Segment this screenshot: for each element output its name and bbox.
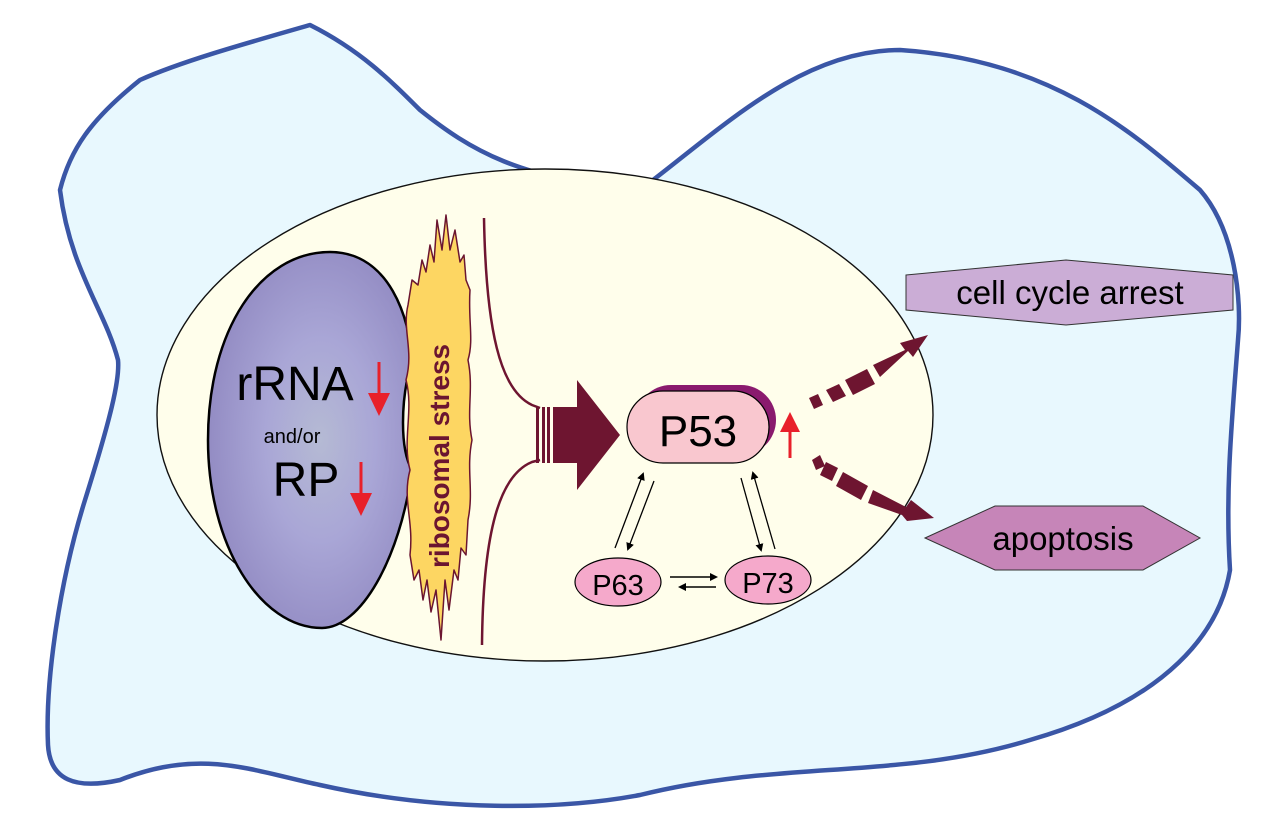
and-or-label: and/or — [264, 426, 321, 448]
outcome-apoptosis: apoptosis — [923, 505, 1202, 571]
arrow-to-apoptosis — [812, 455, 934, 521]
p53-increase-arrow-icon — [780, 412, 800, 458]
p63-label: P63 — [592, 570, 644, 602]
p53-label: P53 — [659, 407, 737, 456]
funnel-line-bottom — [480, 458, 541, 646]
p53-p73-equilibrium-arrows — [740, 471, 776, 552]
ribosomal-stress-flame — [405, 214, 473, 641]
arrow-to-cell-cycle-arrest — [809, 335, 928, 409]
rp-decrease-arrow-icon — [350, 462, 372, 516]
p63-node: P63 — [574, 557, 662, 607]
p63-p73-equilibrium-arrows — [670, 573, 718, 591]
rp-label: RP — [273, 454, 340, 507]
p53-node: P53 — [626, 385, 776, 464]
stress-to-p53-arrow — [536, 380, 620, 490]
outcome-cell-cycle-arrest: cell cycle arrest — [905, 259, 1234, 326]
apoptosis-label: apoptosis — [992, 520, 1133, 557]
rrna-label: rRNA — [236, 358, 353, 411]
funnel-line-top — [482, 217, 541, 410]
ribosomal-stress-label: ribosomal stress — [424, 344, 455, 568]
p53-p63-equilibrium-arrows — [614, 472, 655, 551]
p73-label: P73 — [742, 568, 794, 600]
cell-cycle-arrest-label: cell cycle arrest — [956, 274, 1183, 311]
p73-node: P73 — [724, 555, 812, 605]
rrna-decrease-arrow-icon — [368, 362, 390, 416]
